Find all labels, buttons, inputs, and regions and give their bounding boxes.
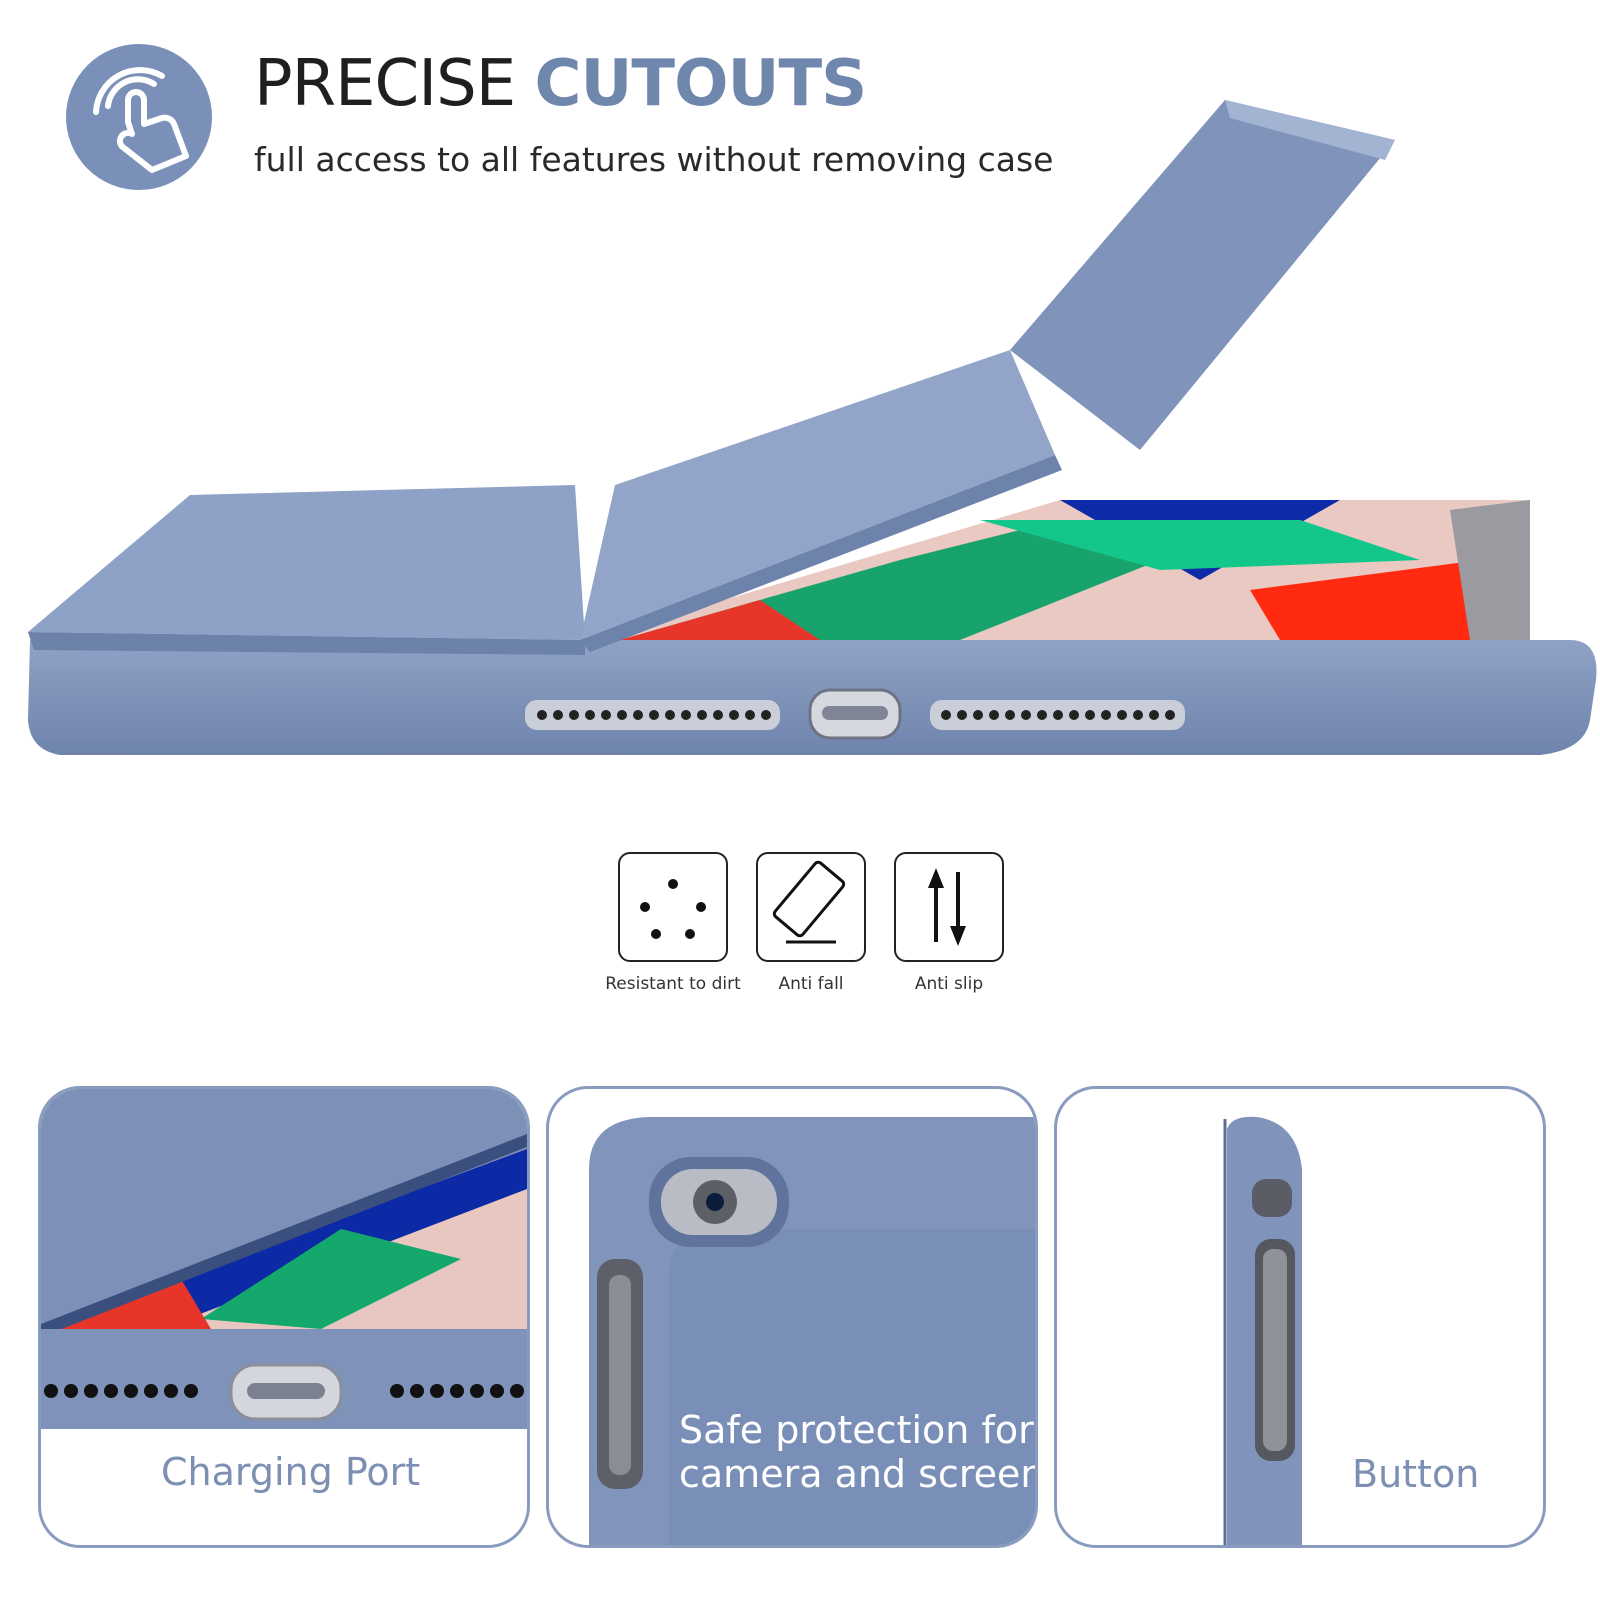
- panel-button: Button: [1054, 1086, 1546, 1548]
- feature-label: Resistant to dirt: [605, 974, 741, 994]
- tablet-case-illustration: [28, 100, 1597, 755]
- title-plain: PRECISE: [254, 47, 535, 121]
- feature-anti-fall: Anti fall: [726, 852, 896, 994]
- feature-anti-slip: Anti slip: [864, 852, 1034, 994]
- tap-hand-icon: [66, 44, 212, 190]
- page-title: PRECISE CUTOUTS: [254, 52, 867, 116]
- panel-caption: Charging Port: [161, 1450, 421, 1494]
- feature-resistant-to-dirt: Resistant to dirt: [588, 852, 758, 994]
- camera-closeup: [589, 1117, 1035, 1545]
- dots-icon: [618, 852, 728, 962]
- up-down-arrows-icon: [894, 852, 1004, 962]
- feature-label: Anti fall: [778, 974, 844, 994]
- panel-caption: Safe protection for camera and screen: [679, 1408, 1038, 1496]
- panel-caption: Button: [1352, 1452, 1480, 1496]
- page-subtitle: full access to all features without remo…: [254, 140, 1054, 179]
- side-button-closeup: [1223, 1116, 1302, 1545]
- caption-line: Safe protection for: [679, 1408, 1034, 1452]
- panel-camera: Safe protection for camera and screen: [546, 1086, 1038, 1548]
- charging-port-closeup: [41, 1089, 527, 1429]
- feature-label: Anti slip: [914, 974, 984, 994]
- panel-charging-port: Charging Port: [38, 1086, 530, 1548]
- title-accent: CUTOUTS: [534, 47, 867, 121]
- tilted-device-icon: [756, 852, 866, 962]
- caption-line: camera and screen: [679, 1451, 1038, 1496]
